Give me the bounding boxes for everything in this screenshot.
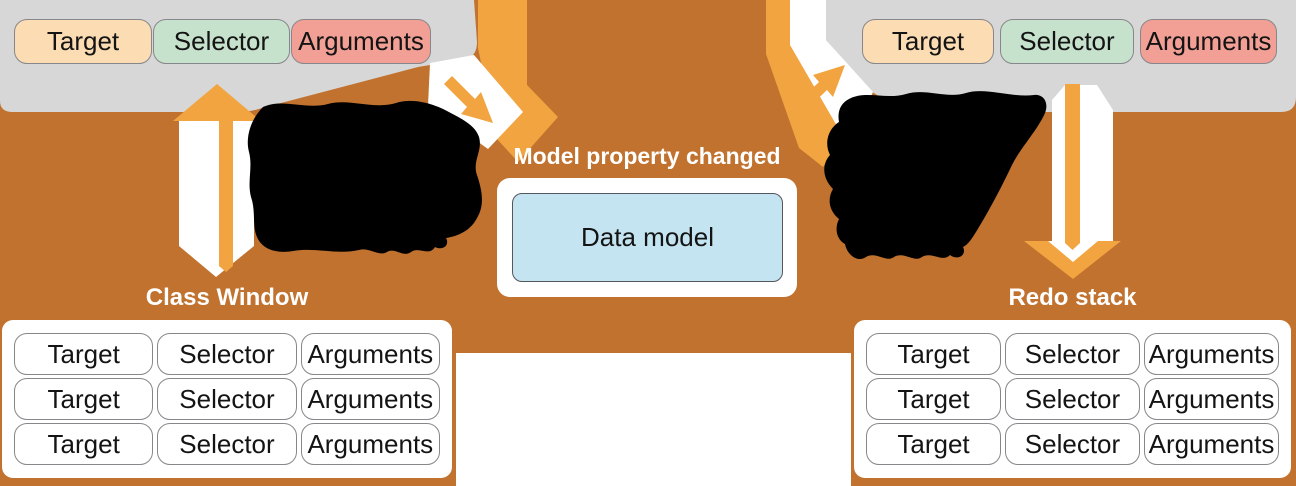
arguments-pill: Arguments xyxy=(300,378,440,420)
target-pill: Target xyxy=(14,19,152,64)
operation-row: Target Selector Arguments xyxy=(866,378,1279,420)
target-pill: Target xyxy=(866,333,1001,375)
data-model-box: Data model xyxy=(512,193,783,282)
undo-apply-arrow-shield xyxy=(179,119,254,277)
arguments-pill: Arguments xyxy=(291,19,431,64)
target-pill: Target xyxy=(866,378,1001,420)
target-pill: Target xyxy=(862,19,994,64)
selector-pill: Selector xyxy=(157,423,297,465)
undo-apply-arrow-shaft xyxy=(219,100,233,272)
selector-pill: Selector xyxy=(1005,423,1140,465)
class-window-stack: Target Selector Arguments Target Selecto… xyxy=(2,320,452,478)
undo-apply-arrow-head xyxy=(173,84,261,121)
selector-pill: Selector xyxy=(153,19,290,64)
redo-push-arrow-shaft xyxy=(1065,84,1080,250)
operation-row: Target Selector Arguments xyxy=(866,423,1279,465)
selector-pill: Selector xyxy=(157,333,297,375)
arguments-pill: Arguments xyxy=(1144,378,1279,420)
arguments-pill: Arguments xyxy=(1144,333,1279,375)
model-property-changed-caption: Model property changed xyxy=(513,143,781,169)
operation-row: Target Selector Arguments xyxy=(866,333,1279,375)
left-redaction-scribble xyxy=(247,100,482,254)
selector-pill: Selector xyxy=(1005,333,1140,375)
model-to-operation-arrow xyxy=(796,65,845,112)
target-pill: Target xyxy=(14,423,154,465)
target-pill: Target xyxy=(866,423,1001,465)
class-window-label: Class Window xyxy=(145,284,309,311)
redo-push-arrow-notch xyxy=(1048,241,1098,262)
model-card: Data model xyxy=(497,178,797,297)
target-pill: Target xyxy=(14,378,154,420)
selector-pill: Selector xyxy=(1000,19,1134,64)
operation-row: Target Selector Arguments xyxy=(14,333,440,375)
redo-stack: Target Selector Arguments Target Selecto… xyxy=(854,320,1291,478)
operation-to-model-arrow xyxy=(444,76,493,123)
selector-pill: Selector xyxy=(1005,378,1140,420)
target-pill: Target xyxy=(14,333,154,375)
arguments-pill: Arguments xyxy=(300,333,440,375)
arguments-pill: Arguments xyxy=(1144,423,1279,465)
arguments-pill: Arguments xyxy=(300,423,440,465)
selector-pill: Selector xyxy=(157,378,297,420)
operation-row: Target Selector Arguments xyxy=(14,423,440,465)
arguments-pill: Arguments xyxy=(1140,19,1277,64)
redo-push-arrow-shield xyxy=(1052,85,1113,243)
redo-stack-label: Redo stack xyxy=(1008,284,1137,311)
operation-row: Target Selector Arguments xyxy=(14,378,440,420)
right-redaction-scribble xyxy=(824,91,1047,260)
